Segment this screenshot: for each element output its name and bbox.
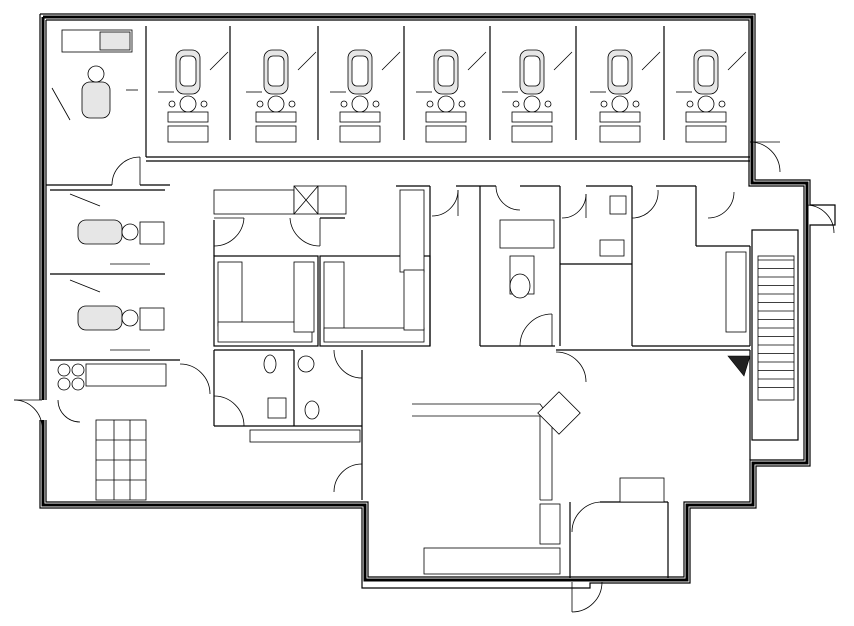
operatory-chairs-top <box>158 49 747 143</box>
conference-table <box>57 363 167 501</box>
exterior-walls <box>39 13 836 589</box>
staircase <box>757 255 795 401</box>
break-room <box>619 251 747 503</box>
interior-walls <box>46 26 799 578</box>
restroom-fixtures <box>249 195 627 443</box>
side-operatory-chairs <box>69 193 165 351</box>
reception-desk <box>412 391 581 575</box>
doors <box>13 141 835 613</box>
stair-landing-hatch <box>727 355 751 377</box>
lab-counters <box>213 185 425 343</box>
stair-outline <box>757 255 795 401</box>
left-operatory-top <box>51 29 138 121</box>
